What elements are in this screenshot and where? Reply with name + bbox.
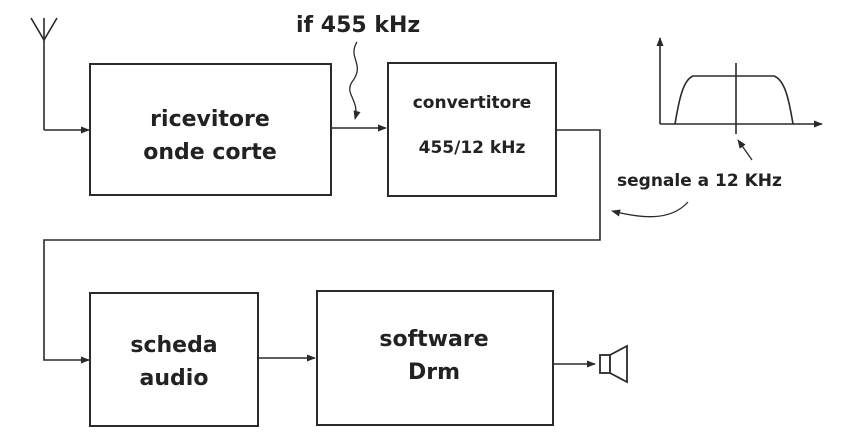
if-frequency-label: if 455 kHz <box>296 13 420 38</box>
spectrum-passband-curve <box>674 75 794 125</box>
if-pointer-squiggle <box>349 41 361 120</box>
software-label-line1: software <box>379 327 488 352</box>
converter-block: convertitore 455/12 kHz <box>387 62 557 197</box>
converter-label-line2: 455/12 kHz <box>419 138 526 158</box>
spectrum-plot <box>656 37 823 161</box>
converter-to-soundcard-path <box>43 129 601 364</box>
spectrum-center-pointer <box>737 139 753 161</box>
receiver-label-line1: ricevitore <box>150 107 270 132</box>
soundcard-label-line2: audio <box>140 366 209 391</box>
speaker-icon <box>599 344 628 384</box>
soundcard-label-line1: scheda <box>130 333 217 358</box>
signal-pointer-curve <box>611 201 689 218</box>
receiver-block: ricevitore onde corte <box>89 63 332 196</box>
signal-12khz-label: segnale a 12 KHz <box>617 171 782 191</box>
software-label-line2: Drm <box>408 360 460 385</box>
receiver-label-line2: onde corte <box>143 140 277 165</box>
antenna-icon <box>30 17 58 130</box>
converter-label-line1: convertitore <box>413 93 532 113</box>
software-block: software Drm <box>316 290 554 426</box>
soundcard-block: scheda audio <box>89 292 259 427</box>
